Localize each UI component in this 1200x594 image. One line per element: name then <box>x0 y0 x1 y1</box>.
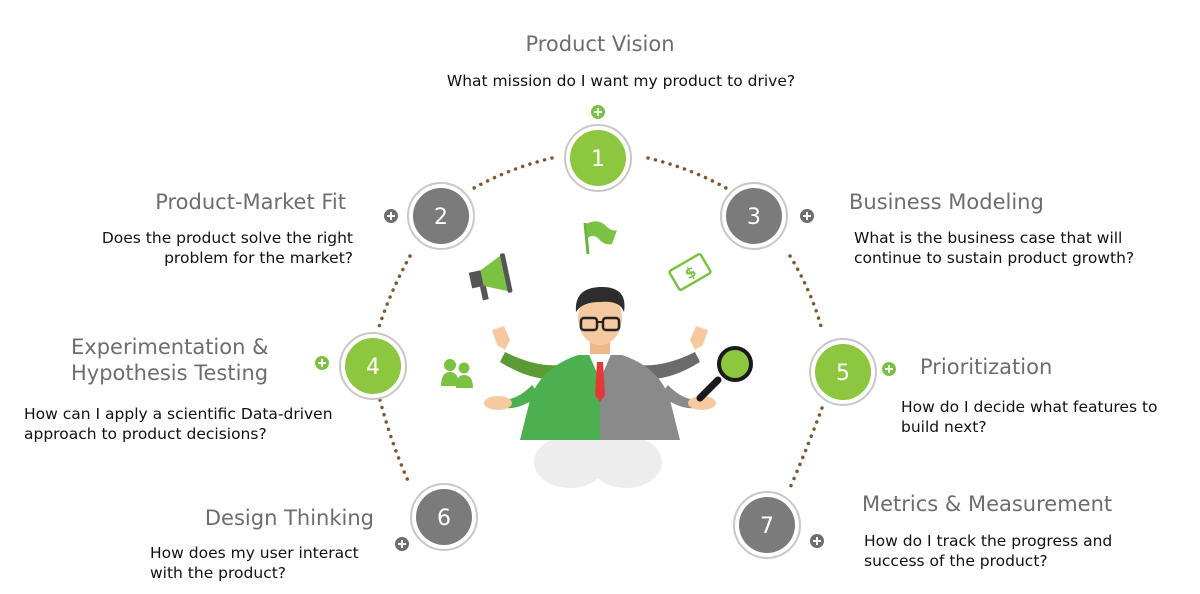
megaphone-icon <box>468 253 513 301</box>
step-6-node: 6 <box>395 483 478 551</box>
step-6-disc <box>416 489 472 545</box>
step-3-title: Business Modeling <box>849 190 1044 214</box>
step-7-node: 7 <box>733 491 824 559</box>
step-2-question: Does the product solve the right problem… <box>40 228 353 268</box>
step-4-node: 4 <box>315 332 407 400</box>
step-3-question-line-1: What is the business case that will <box>854 229 1123 247</box>
step-5-node: 5 <box>809 338 896 406</box>
arc-1-3 <box>646 156 728 190</box>
step-1-plus-icon[interactable] <box>591 105 605 119</box>
step-2-plus-icon[interactable] <box>384 209 398 223</box>
step-2-disc <box>413 188 469 244</box>
arc-3-5 <box>788 254 824 332</box>
businessman-illustration <box>484 286 716 488</box>
step-7-plus-icon[interactable] <box>810 534 824 548</box>
step-7-question-line-1: How do I track the progress and <box>864 532 1113 550</box>
step-5-question-line-2: build next? <box>901 418 987 436</box>
step-1-title: Product Vision <box>525 32 675 56</box>
step-7-question-line-2: success of the product? <box>864 552 1048 570</box>
step-5-number: 5 <box>836 361 850 386</box>
step-3-plus-icon[interactable] <box>800 209 814 223</box>
step-4-question-line-1: How can I apply a scientific Data-driven <box>24 405 333 423</box>
step-4-question-line-2: approach to product decisions? <box>24 425 267 443</box>
step-3-disc <box>726 188 782 244</box>
step-2-number: 2 <box>434 205 448 230</box>
step-nodes: 1 2 3 4 5 6 7 <box>315 105 896 559</box>
step-2-node: 2 <box>384 182 475 250</box>
arc-4-6 <box>378 398 412 487</box>
step-2-title: Product-Market Fit <box>155 190 346 214</box>
step-6-question-line-1: How does my user interact <box>150 544 359 562</box>
step-7-number: 7 <box>760 514 774 539</box>
step-5-question-line-1: How do I decide what features to <box>901 398 1158 416</box>
step-3-node: 3 <box>720 182 814 250</box>
money-icon: $ <box>668 252 712 292</box>
step-3-question-line-2: continue to sustain product growth? <box>854 249 1135 267</box>
step-7-title: Metrics & Measurement <box>862 492 1113 516</box>
arc-2-4 <box>376 254 412 332</box>
step-6-question: How does my user interact with the produ… <box>150 543 359 583</box>
step-5-plus-icon[interactable] <box>882 362 896 376</box>
magnifier-icon <box>696 346 753 402</box>
step-3-question: What is the business case that will cont… <box>854 228 1134 268</box>
step-4-title-line-1: Experimentation & <box>71 335 269 359</box>
step-5-title: Prioritization <box>920 355 1053 379</box>
step-4-title: Experimentation & Hypothesis Testing <box>71 334 268 386</box>
flag-icon <box>583 221 617 255</box>
step-7-disc <box>739 497 795 553</box>
step-7-question: How do I track the progress and success … <box>864 531 1112 571</box>
step-6-number: 6 <box>437 506 451 531</box>
step-6-question-line-2: with the product? <box>150 564 287 582</box>
step-4-number: 4 <box>366 355 380 380</box>
step-1-node: 1 <box>564 105 632 192</box>
step-6-plus-icon[interactable] <box>395 537 409 551</box>
step-3-number: 3 <box>747 205 761 230</box>
connector-arcs <box>376 156 824 490</box>
step-5-disc <box>815 344 871 400</box>
step-5-question: How do I decide what features to build n… <box>901 397 1158 437</box>
arc-1-2 <box>472 156 554 190</box>
step-4-title-line-2: Hypothesis Testing <box>71 361 269 385</box>
cloud-icon <box>534 423 662 488</box>
users-icon <box>441 359 473 388</box>
step-1-disc <box>570 130 626 186</box>
arc-5-7 <box>788 406 824 490</box>
step-1-question: What mission do I want my product to dri… <box>0 71 1200 91</box>
step-4-question: How can I apply a scientific Data-driven… <box>24 404 333 444</box>
step-4-plus-icon[interactable] <box>315 356 329 370</box>
step-1-question-line-1: What mission do I want my product to dri… <box>446 72 796 90</box>
step-4-disc <box>345 338 401 394</box>
step-2-question-line-2: problem for the market? <box>164 249 353 267</box>
step-2-question-line-1: Does the product solve the right <box>101 229 353 247</box>
step-6-title: Design Thinking <box>204 506 374 530</box>
step-1-number: 1 <box>591 147 605 172</box>
